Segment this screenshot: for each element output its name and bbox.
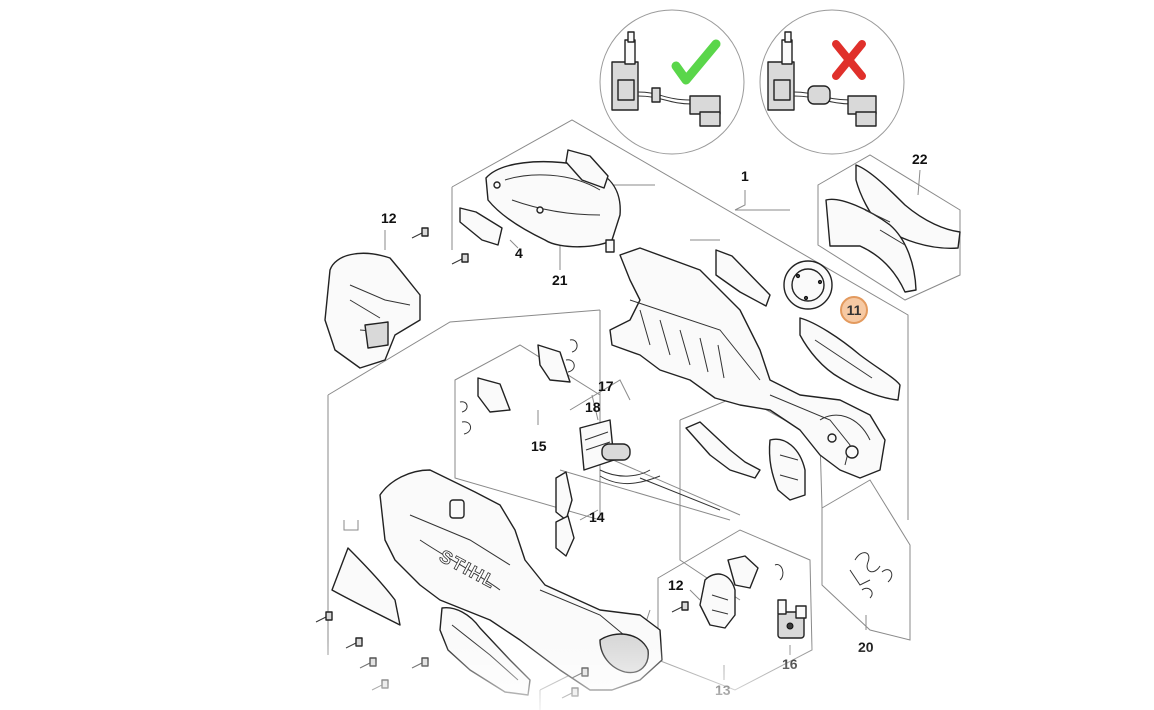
cross-mark-icon <box>832 40 866 80</box>
part-label-22: 22 <box>912 151 928 167</box>
grip-shell-lower-part <box>799 317 901 401</box>
part-label-13: 13 <box>715 682 731 698</box>
lever-springs-part <box>459 339 578 435</box>
washer-part <box>783 260 833 310</box>
switch-assembly-part <box>579 419 721 511</box>
screw-icon <box>345 637 363 649</box>
battery-shaft-cover-part <box>324 252 421 369</box>
part-label-18: 18 <box>585 399 601 415</box>
lever-pieces-part <box>555 471 575 557</box>
screw-icon <box>371 679 389 691</box>
part-label-15: 15 <box>531 438 547 454</box>
bracket-part <box>685 421 806 501</box>
screw-icon <box>315 611 333 623</box>
potentiometer-part <box>777 599 807 639</box>
part-label-21: 21 <box>552 272 568 288</box>
part-label-12-lower: 12 <box>668 577 684 593</box>
part-label-16: 16 <box>782 656 798 672</box>
screw-icon <box>411 657 429 669</box>
part-label-1: 1 <box>741 168 749 184</box>
correct-assembly-circle <box>599 9 745 155</box>
part-label-20: 20 <box>858 639 874 655</box>
lower-gasket-part <box>331 547 401 626</box>
check-mark-icon <box>671 39 721 85</box>
screw-icon <box>671 601 689 613</box>
part-label-17: 17 <box>598 378 614 394</box>
lower-housing-part <box>379 469 663 691</box>
screw-icon <box>561 687 579 699</box>
part-label-12-top: 12 <box>381 210 397 226</box>
part-label-11: 11 <box>840 296 868 324</box>
part-label-14: 14 <box>589 509 605 525</box>
screw-icon <box>451 253 469 265</box>
grip-shell-upper-part <box>825 164 961 293</box>
return-springs-part <box>849 552 893 599</box>
gasket-strips <box>459 149 771 307</box>
incorrect-assembly-circle <box>759 9 905 155</box>
top-cover-part <box>485 161 621 253</box>
screw-icon <box>359 657 377 669</box>
screw-icon <box>411 227 429 239</box>
part-label-4: 4 <box>515 245 523 261</box>
trigger-housing-part <box>699 555 784 629</box>
main-housing-frame-part <box>609 247 886 479</box>
